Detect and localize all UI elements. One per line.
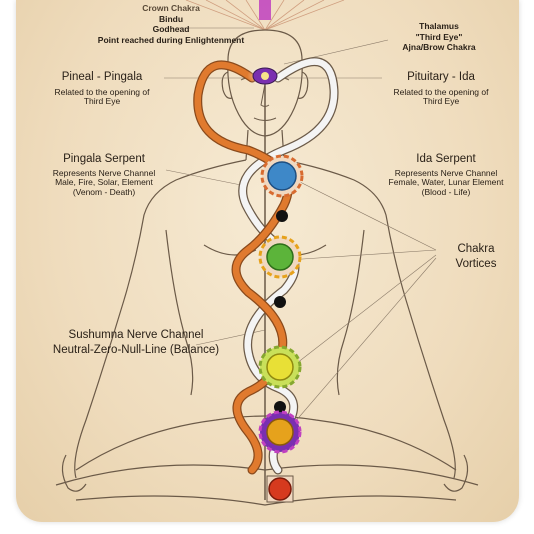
pingala-serpent-fill <box>194 61 292 474</box>
ida-serpent-line-1: Represents Nerve Channel <box>394 167 498 178</box>
body-outline <box>55 29 479 506</box>
pingala-serpent-line-2: Male, Fire, Solar, Element <box>55 177 153 187</box>
sushumna-label: Sushumna Nerve Channel Neutral-Zero-Null… <box>36 329 236 356</box>
ida-serpent-line-2: Female, Water, Lunar Element <box>388 177 504 187</box>
crown-line-2: Bindu <box>158 13 184 24</box>
root-chakra <box>266 475 294 503</box>
sacral-chakra <box>258 410 302 454</box>
pineal-line-2: Third Eye <box>83 96 121 106</box>
pingala-serpent-label: Pingala Serpent Represents Nerve Channel… <box>34 153 174 197</box>
sushumna-line-2: Neutral-Zero-Null-Line (Balance) <box>52 343 220 356</box>
pituitary-line-2: Third Eye <box>422 96 460 106</box>
pineal-line-1: Related to the opening of <box>54 86 150 97</box>
pituitary-ida-label: Pituitary - Ida Related to the opening o… <box>371 71 511 106</box>
pineal-pingala-label: Pineal - Pingala Related to the opening … <box>32 71 172 106</box>
crown-line-4: Point reached during Enlightenment <box>97 34 245 45</box>
ida-serpent-title: Ida Serpent <box>416 153 476 165</box>
leader-lines <box>164 27 437 431</box>
chakra-vortices-line-1: Chakra <box>457 243 495 255</box>
ida-serpent-line-3: (Blood - Life) <box>421 186 471 197</box>
crown-rays <box>185 0 345 31</box>
throat-chakra <box>260 154 304 198</box>
pituitary-title: Pituitary - Ida <box>407 71 475 83</box>
pingala-serpent-line-3: (Venom - Death) <box>72 186 136 197</box>
heart-chakra <box>258 235 302 279</box>
crown-line-1: Crown Chakra <box>142 3 200 13</box>
chakra-vortices-label: Chakra Vortices <box>436 243 516 270</box>
crown-chakra-mark <box>259 0 271 20</box>
crown-line-3: Godhead <box>152 24 190 34</box>
node-dot <box>276 210 288 222</box>
sushumna-line-1: Sushumna Nerve Channel <box>68 329 204 341</box>
node-dot <box>274 401 286 413</box>
thalamus-line-1: Thalamus <box>419 21 459 31</box>
thalamus-line-3: Ajna/Brow Chakra <box>402 42 476 52</box>
crown-chakra-label: Crown Chakra Bindu Godhead Point reached… <box>66 4 276 44</box>
pingala-serpent-line-1: Represents Nerve Channel <box>52 167 156 178</box>
ida-serpent-label: Ida Serpent Represents Nerve Channel Fem… <box>376 153 516 197</box>
thalamus-label: Thalamus "Third Eye" Ajna/Brow Chakra <box>384 22 494 52</box>
pingala-serpent-title: Pingala Serpent <box>63 153 145 165</box>
node-dot <box>274 296 286 308</box>
pituitary-line-1: Related to the opening of <box>393 86 489 97</box>
chakra-vortices-line-2: Vortices <box>455 257 497 270</box>
thalamus-line-2: "Third Eye" <box>415 31 463 42</box>
third-eye-chakra <box>247 66 283 86</box>
chakra-figure-illustration <box>55 0 479 506</box>
pineal-title: Pineal - Pingala <box>61 71 143 83</box>
diagram-frame: Crown Chakra Bindu Godhead Point reached… <box>16 0 519 522</box>
solar-plexus-chakra <box>258 345 302 389</box>
